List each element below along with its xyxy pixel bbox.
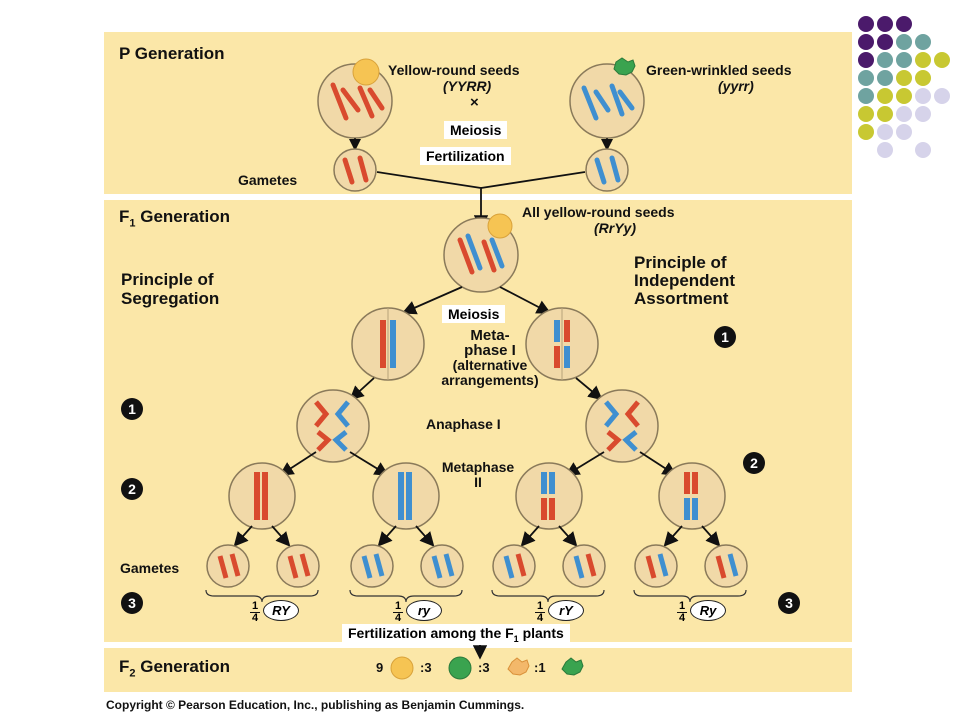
parent-cell-green-wrinkled <box>569 63 645 139</box>
f2-ratio-1: :1 <box>534 660 546 675</box>
step-2-marker-left: 2 <box>121 478 143 500</box>
metaphase-ii-cell-1 <box>228 462 296 530</box>
gamete-type-Ry: Ry <box>690 600 726 621</box>
parent2-label: Green-wrinkled seeds <box>646 62 792 78</box>
gamete-type-rY: rY <box>548 600 584 621</box>
yellow-round-seed-icon <box>390 656 414 680</box>
f1-offspring-label: All yellow-round seeds <box>522 204 675 220</box>
step-2-marker-right: 2 <box>743 452 765 474</box>
metaphase-i-label: Meta- phase I (alternative arrangements) <box>441 327 539 388</box>
parent-gamete-cell-red <box>333 148 377 192</box>
step-3-marker-left: 3 <box>121 592 143 614</box>
gamete-cells <box>206 544 748 588</box>
parent1-label: Yellow-round seeds <box>388 62 520 78</box>
metaphase-ii-cell-2 <box>372 462 440 530</box>
green-round-seed-icon <box>448 656 472 680</box>
green-wrinkled-seed-icon <box>613 57 636 76</box>
meiosis-label-f1: Meiosis <box>442 305 506 323</box>
f2-ratio-9: 9 <box>376 660 384 675</box>
p-generation-title: P Generation <box>119 44 225 63</box>
metaphase-ii-cell-4 <box>658 462 726 530</box>
anaphase-i-label: Anaphase I <box>426 416 501 432</box>
cross-symbol: × <box>470 94 479 111</box>
gametes-label-f1: Gametes <box>120 560 180 576</box>
p-generation-panel <box>104 32 852 194</box>
f2-generation-title: F2 Generation <box>119 657 230 680</box>
anaphase-i-cell-right <box>585 389 659 463</box>
step-3-marker-right: 3 <box>778 592 800 614</box>
fertilization-f1-label: Fertilization among the F1 plants <box>342 624 570 645</box>
yellow-seed-icon <box>352 58 380 86</box>
yellow-wrinkled-seed-icon <box>507 657 530 676</box>
parent2-genotype: (yyrr) <box>718 78 754 94</box>
parent1-genotype: (YYRR) <box>443 78 492 94</box>
metaphase-i-cell-left <box>351 307 425 381</box>
gamete-type-ry: ry <box>406 600 442 621</box>
f2-ratio-3b: :3 <box>478 660 490 675</box>
metaphase-i-cell-right <box>525 307 599 381</box>
meiosis-label-p: Meiosis <box>444 121 508 139</box>
yellow-seed-icon <box>487 213 513 239</box>
gamete-type-RY: RY <box>263 600 299 621</box>
step-1-marker-right: 1 <box>714 326 736 348</box>
gametes-label-p: Gametes <box>238 172 298 188</box>
gamete-braces <box>205 589 747 603</box>
step-1-marker-left: 1 <box>121 398 143 420</box>
f1-generation-title: F1 Generation <box>119 207 230 230</box>
fertilization-label-p: Fertilization <box>420 147 511 165</box>
parent-gamete-cell-blue <box>585 148 629 192</box>
copyright-notice: Copyright © Pearson Education, Inc., pub… <box>106 698 525 712</box>
f1-offspring-genotype: (RrYy) <box>594 220 637 236</box>
f2-ratio-3a: :3 <box>420 660 432 675</box>
green-wrinkled-seed-icon <box>561 657 584 676</box>
anaphase-i-cell-left <box>296 389 370 463</box>
metaphase-ii-cell-3 <box>515 462 583 530</box>
